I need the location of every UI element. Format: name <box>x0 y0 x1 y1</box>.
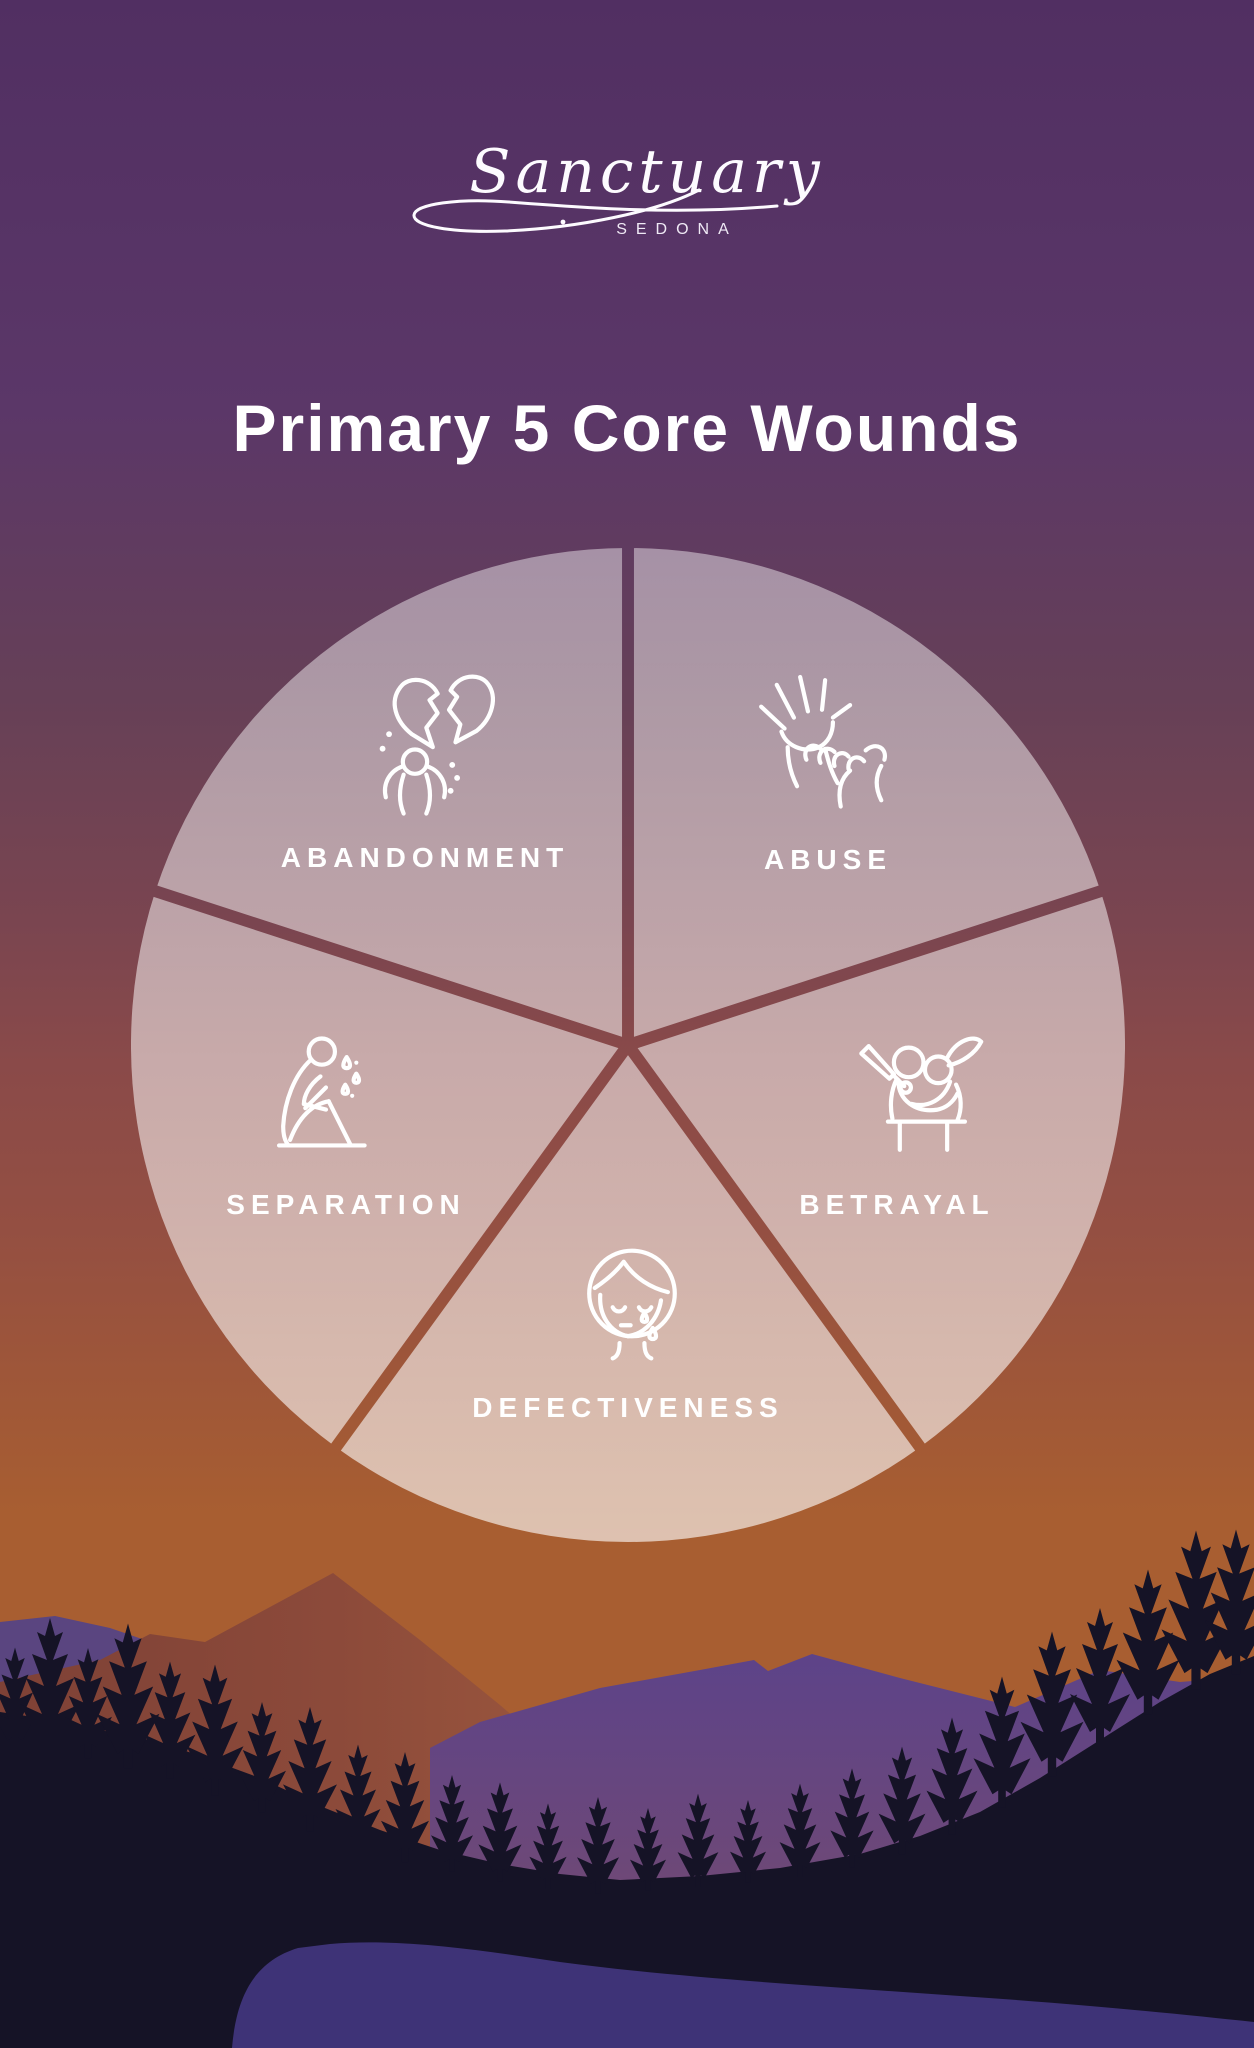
brand-name: Sanctuary <box>469 137 824 207</box>
slice-label-betrayal: BETRAYAL <box>799 1189 995 1220</box>
logo-flourish <box>412 188 779 233</box>
slice-defectiveness <box>335 1045 921 1542</box>
slice-label-separation: SEPARATION <box>226 1189 466 1220</box>
page-title: Primary 5 Core Wounds <box>232 391 1022 465</box>
hand-grabbing-wrist-icon <box>744 663 900 819</box>
slice-separation <box>131 891 628 1448</box>
slice-abandonment <box>155 548 629 1045</box>
brand-location: SEDONA <box>616 221 738 238</box>
slice-betrayal <box>628 891 1125 1448</box>
logo-flourish-dot <box>560 219 566 225</box>
landscape-silhouette <box>0 1529 1254 2048</box>
sad-crying-face-icon <box>563 1228 701 1370</box>
sitting-crying-person-icon <box>268 1024 406 1162</box>
core-wounds-pie-chart <box>131 548 1125 1542</box>
slice-label-defectiveness: DEFECTIVENESS <box>472 1392 784 1423</box>
broken-heart-distressed-person-icon <box>368 658 530 820</box>
slice-label-abandonment: ABANDONMENT <box>280 842 570 873</box>
slice-abuse <box>628 548 1101 1045</box>
hug-with-knife-backstab-icon <box>848 1018 996 1166</box>
slice-label-abuse: ABUSE <box>763 844 892 875</box>
brand-logo: Sanctuary SEDONA <box>412 137 824 238</box>
lake-silhouette <box>232 1942 1254 2048</box>
